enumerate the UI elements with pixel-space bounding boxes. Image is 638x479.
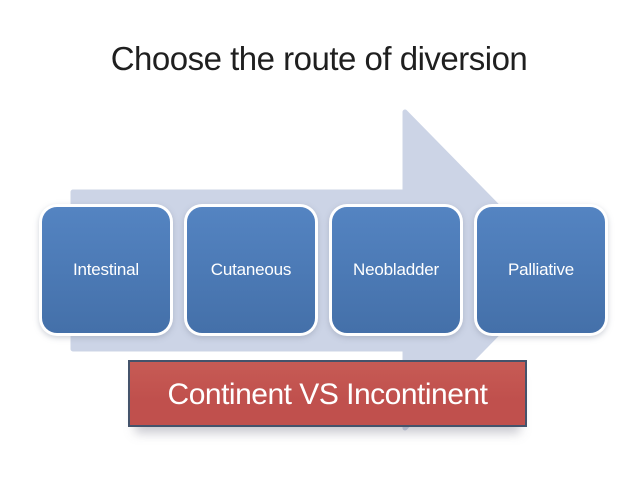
step-box-palliative: Palliative	[477, 207, 605, 333]
step-box-cutaneous: Cutaneous	[187, 207, 315, 333]
slide-title: Choose the route of diversion	[110, 40, 528, 77]
banner-continent-vs-incontinent: Continent VS Incontinent	[128, 360, 527, 427]
step-label-palliative: Palliative	[507, 260, 575, 279]
step-label-cutaneous: Cutaneous	[210, 260, 292, 279]
banner-label: Continent VS Incontinent	[167, 377, 488, 411]
step-box-neobladder: Neobladder	[332, 207, 460, 333]
step-label-intestinal: Intestinal	[72, 260, 140, 279]
step-box-intestinal: Intestinal	[42, 207, 170, 333]
step-label-neobladder: Neobladder	[353, 260, 439, 279]
process-arrow-shape	[70, 109, 563, 431]
